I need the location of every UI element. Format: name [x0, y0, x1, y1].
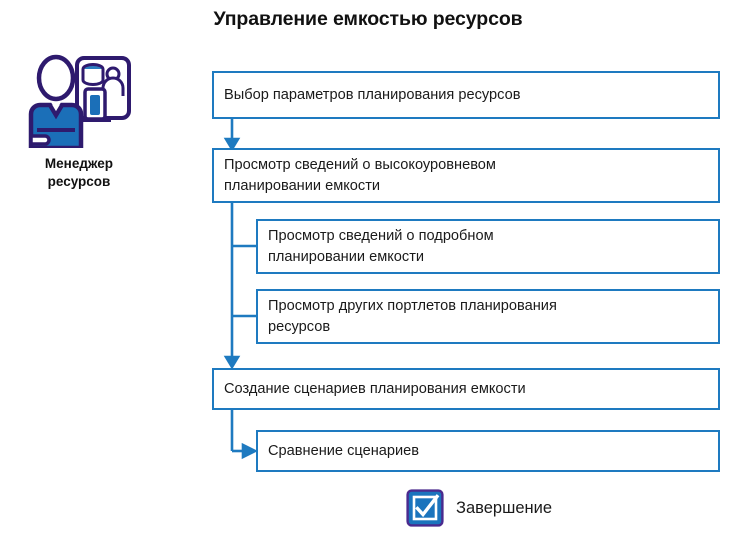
page-title: Управление емкостью ресурсов	[213, 8, 523, 30]
resource-manager-icon	[28, 54, 131, 148]
legend-completion: Завершение	[406, 489, 552, 527]
actor-label: Менеджер ресурсов	[44, 156, 114, 189]
node-label: Создание сценариев планирования емкости	[224, 380, 526, 397]
arrowhead-5-6	[241, 442, 258, 460]
node-label: Просмотр сведений о подробном планирован…	[268, 227, 494, 265]
legend-label: Завершение	[456, 499, 552, 517]
process-node-view-high-level-capacity[interactable]: Просмотр сведений о высокоуровневом план…	[212, 148, 720, 203]
node-label: Выбор параметров планирования ресурсов	[224, 86, 521, 103]
process-node-compare-scenarios[interactable]: Сравнение сценариев	[256, 430, 720, 472]
node-label: Просмотр других портлетов планирования р…	[268, 297, 557, 335]
node-label: Просмотр сведений о высокоуровневом план…	[224, 156, 496, 194]
checkbox-checked-icon	[406, 489, 444, 527]
process-node-select-parameters[interactable]: Выбор параметров планирования ресурсов	[212, 71, 720, 119]
process-node-view-other-portlets[interactable]: Просмотр других портлетов планирования р…	[256, 289, 720, 344]
process-node-create-scenarios[interactable]: Создание сценариев планирования емкости	[212, 368, 720, 410]
process-node-view-detailed-capacity[interactable]: Просмотр сведений о подробном планирован…	[256, 219, 720, 274]
arrowhead-2-5	[223, 355, 241, 370]
actor-resource-manager: Менеджер ресурсов	[14, 52, 144, 191]
node-label: Сравнение сценариев	[268, 442, 420, 459]
